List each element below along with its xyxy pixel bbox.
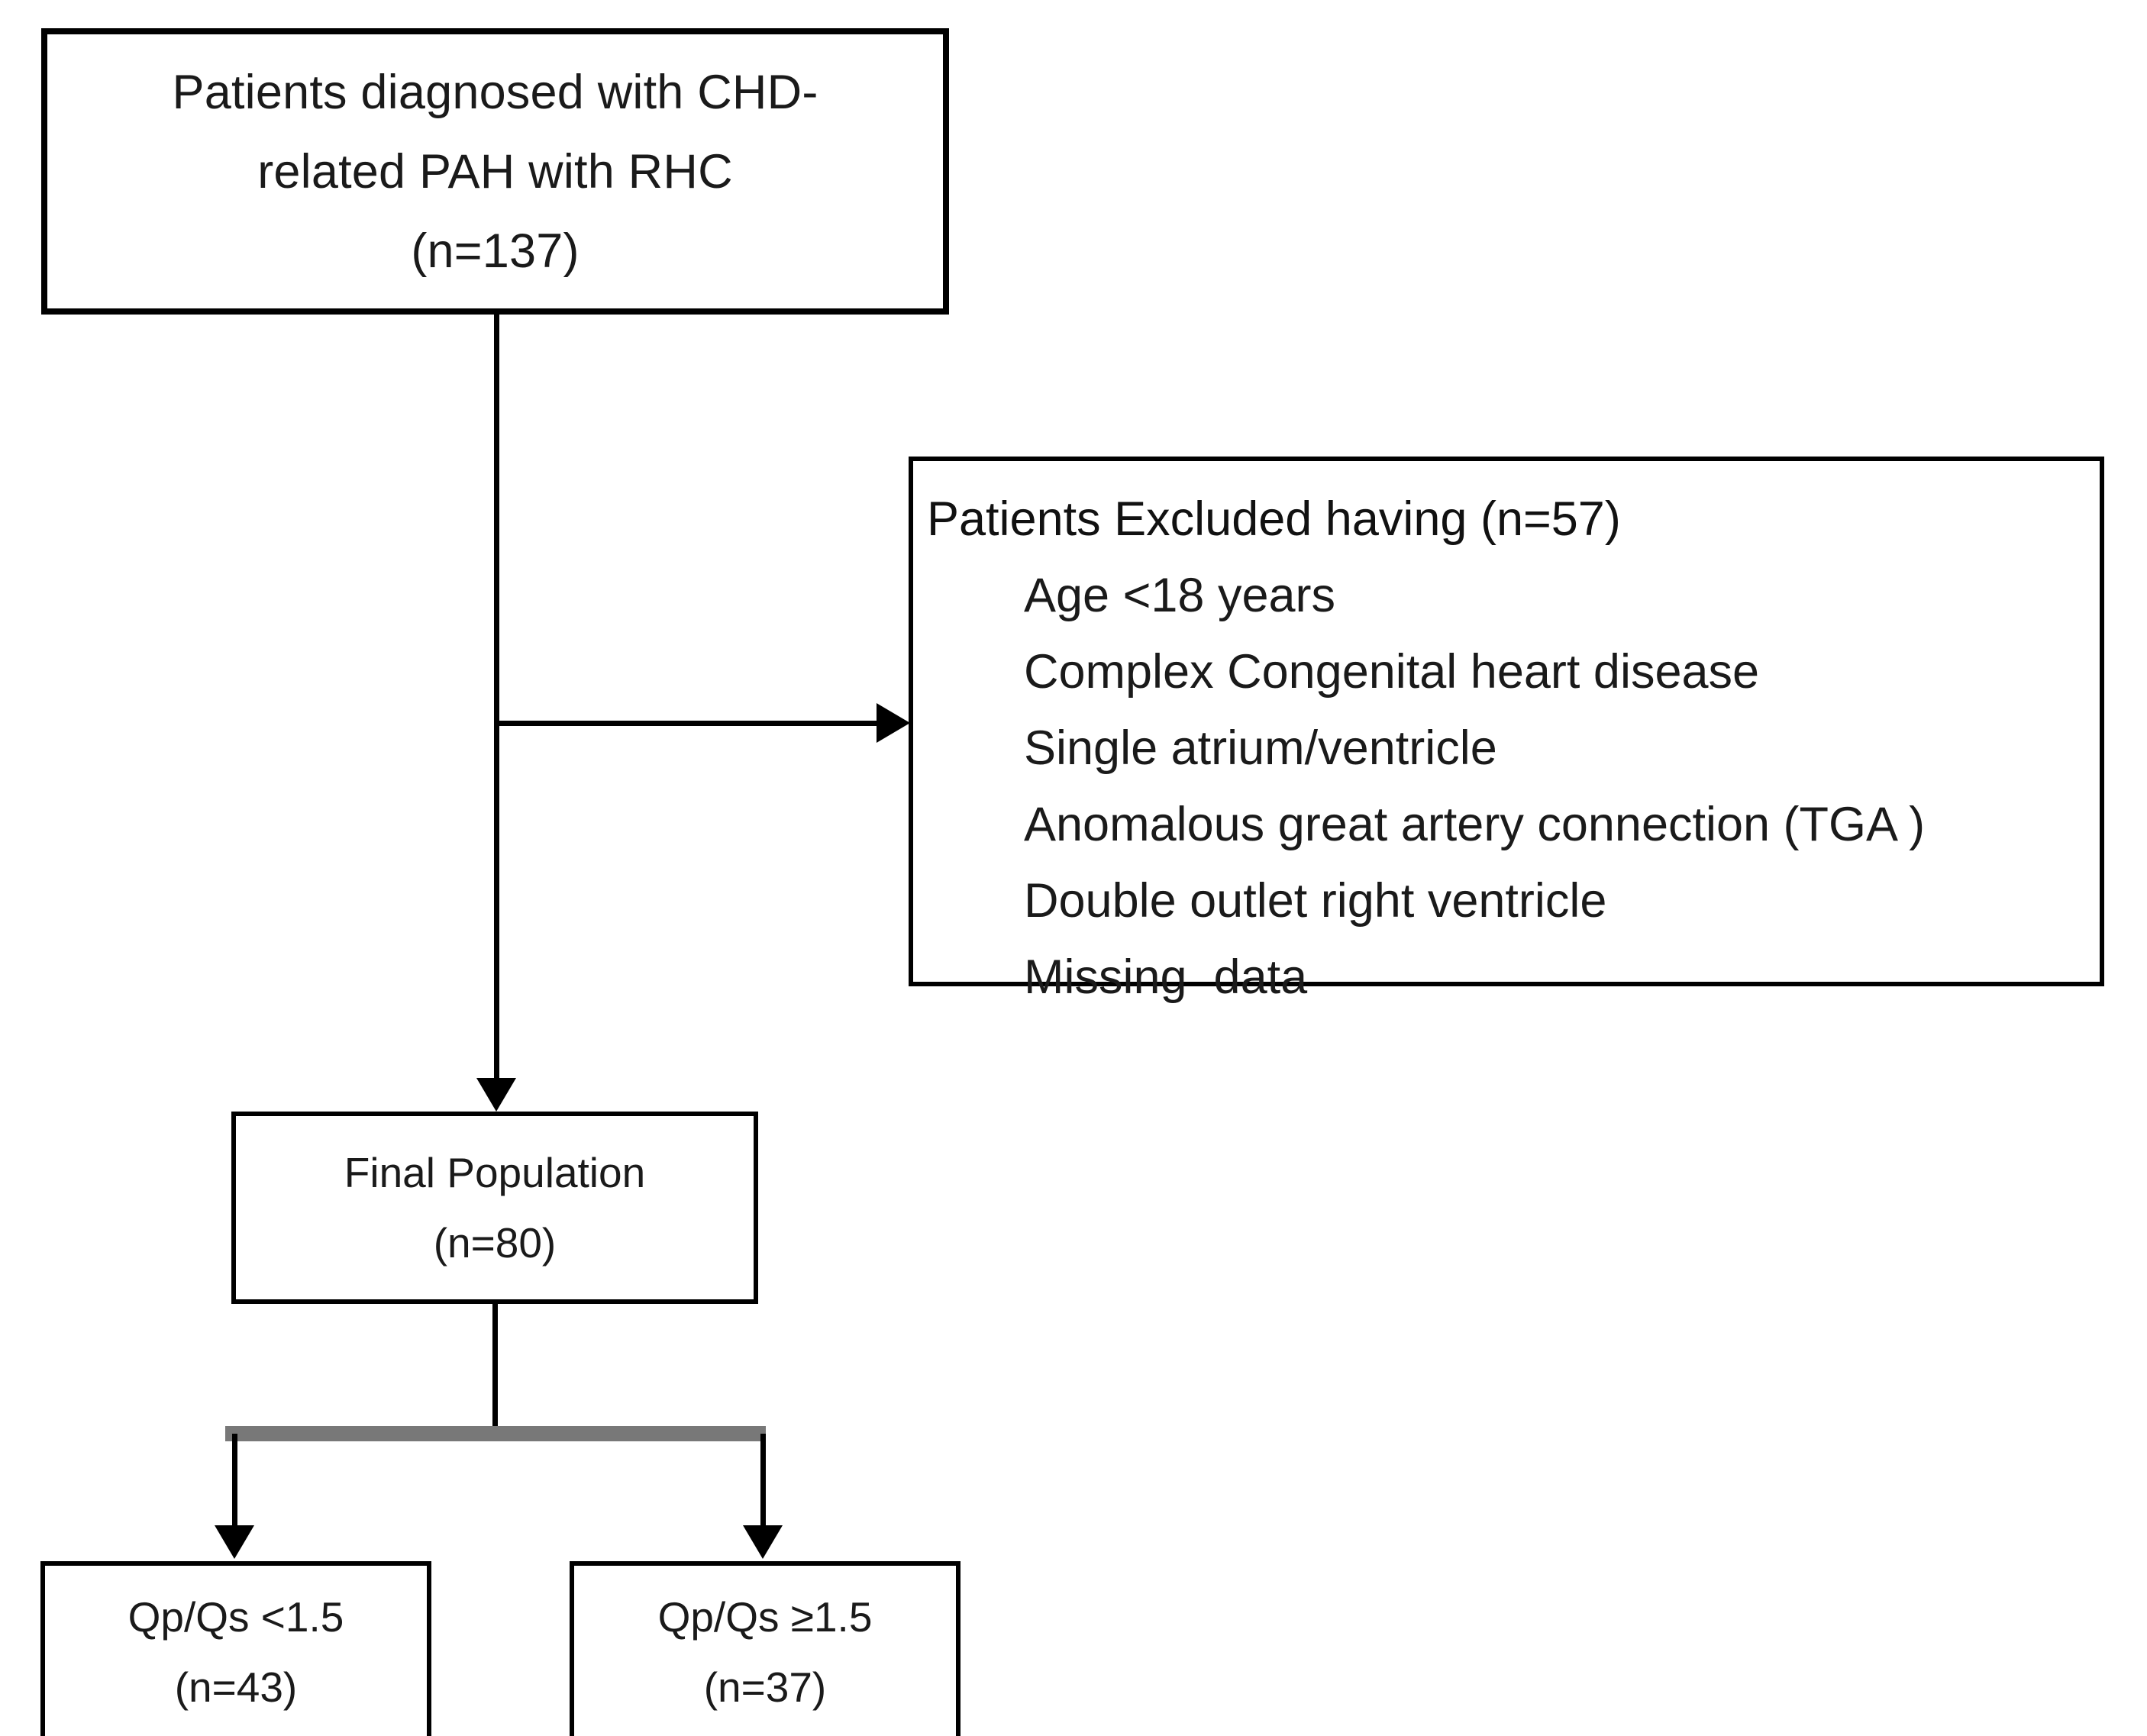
excluded-reason-single-atrium-ventricle: Single atrium/ventricle	[1024, 721, 1497, 775]
node-group-qp-qs-low: Qp/Qs <1.5 (n=43)	[40, 1561, 431, 1736]
final-population-label: Final Population	[344, 1149, 646, 1196]
excluded-reason-complex-chd: Complex Congenital heart disease	[1024, 645, 1760, 699]
split-bar	[225, 1426, 766, 1441]
excluded-reason-double-outlet-rv: Double outlet right ventricle	[1024, 874, 1607, 928]
node-excluded-patients: Patients Excluded having (n=57) Age <18 …	[909, 457, 2104, 1004]
arrowhead-down-group-low	[215, 1525, 254, 1559]
node-final-population: Final Population (n=80)	[231, 1112, 758, 1304]
final-population-count: (n=80)	[433, 1219, 557, 1267]
arrowhead-right-excluded	[877, 703, 910, 743]
connector-final-to-split	[492, 1304, 498, 1438]
group-low-label: Qp/Qs <1.5	[128, 1593, 344, 1641]
connector-split-to-group-high	[760, 1434, 766, 1533]
excluded-reason-missing-data: Missing data	[1024, 950, 1308, 1004]
connector-enrolled-to-final	[494, 315, 499, 1086]
enrolled-count: (n=137)	[411, 224, 580, 278]
excluded-header: Patients Excluded having (n=57)	[927, 492, 1621, 546]
arrowhead-down-group-high	[743, 1525, 783, 1559]
connector-enrolled-to-excluded	[494, 721, 880, 726]
group-low-count: (n=43)	[174, 1663, 298, 1711]
excluded-reason-anomalous-great-artery: Anomalous great artery connection (TGA )	[1024, 798, 1926, 851]
connector-split-to-group-low	[232, 1434, 237, 1533]
enrolled-line-2: related PAH with RHC	[257, 144, 733, 198]
node-group-qp-qs-high: Qp/Qs ≥1.5 (n=37)	[570, 1561, 960, 1736]
arrowhead-down-final-population	[476, 1078, 516, 1112]
group-high-label: Qp/Qs ≥1.5	[657, 1593, 873, 1641]
excluded-reason-age: Age <18 years	[1024, 569, 1336, 622]
enrolled-line-1: Patients diagnosed with CHD-	[172, 65, 818, 119]
node-enrolled-patients: Patients diagnosed with CHD- related PAH…	[41, 28, 949, 315]
group-high-count: (n=37)	[703, 1663, 827, 1711]
